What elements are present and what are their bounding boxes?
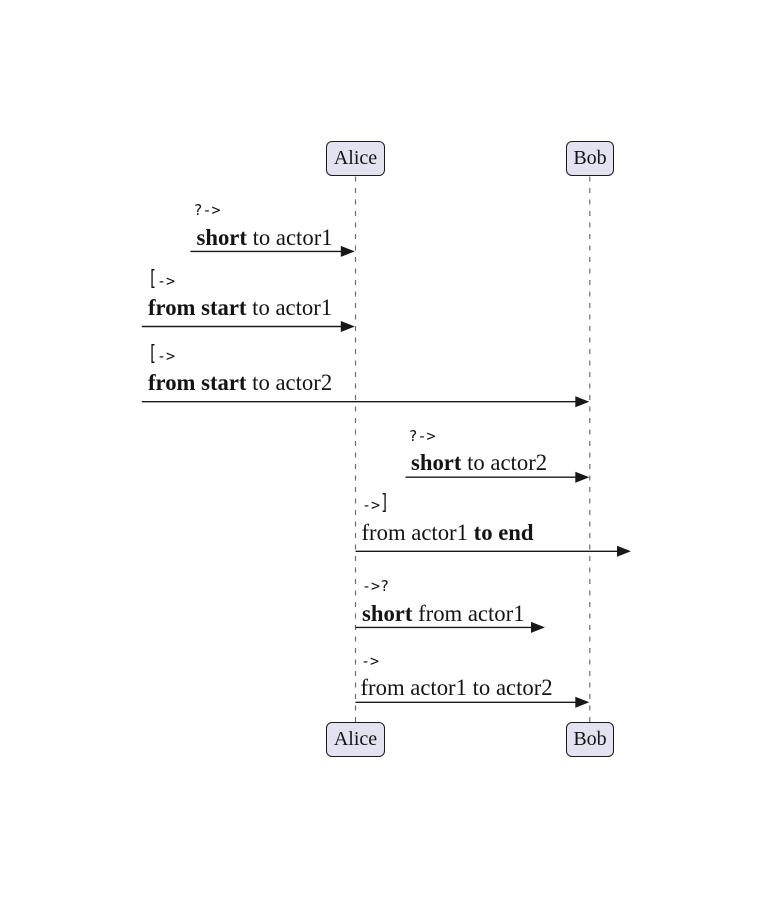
message-7-arrow bbox=[355, 696, 590, 708]
actor-label: Alice bbox=[333, 147, 378, 169]
message-1-text: short to actor1 bbox=[196, 224, 333, 250]
actor-box-bob-top: Bob bbox=[566, 141, 614, 176]
message-2-text: from start to actor1 bbox=[148, 295, 333, 321]
message-4-text: short to actor2 bbox=[411, 450, 548, 475]
message-1-arrow bbox=[190, 245, 355, 257]
actor-label: Bob bbox=[573, 728, 607, 750]
message-2-syntax: [-> bbox=[148, 265, 176, 292]
message-2-arrow bbox=[141, 321, 355, 332]
message-3-syntax: [-> bbox=[148, 340, 176, 367]
arrowhead bbox=[575, 471, 590, 483]
actor-label: Bob bbox=[573, 147, 607, 169]
message-5-syntax: ->] bbox=[362, 489, 390, 516]
arrowhead bbox=[531, 621, 545, 633]
message-1-syntax: ?-> bbox=[193, 201, 221, 220]
arrowhead bbox=[340, 245, 355, 257]
message-6-syntax: ->? bbox=[362, 577, 390, 596]
arrowhead bbox=[617, 545, 631, 557]
message-6-arrow bbox=[355, 621, 545, 633]
arrowhead bbox=[575, 696, 590, 708]
message-7-text: from actor1 to actor2 bbox=[360, 675, 553, 701]
actor-box-alice-bottom: Alice bbox=[326, 722, 385, 757]
message-3-text: from start to actor2 bbox=[148, 370, 333, 396]
message-4-syntax: ?-> bbox=[408, 426, 436, 445]
actor-box-bob-bottom: Bob bbox=[566, 722, 614, 757]
message-7-syntax: -> bbox=[361, 652, 380, 670]
message-5-arrow bbox=[355, 545, 631, 557]
arrowhead bbox=[340, 321, 355, 332]
arrowhead bbox=[575, 396, 590, 408]
actor-box-alice-top: Alice bbox=[326, 141, 385, 176]
message-5-text: from actor1 to end bbox=[361, 519, 534, 545]
message-6-text: short from actor1 bbox=[362, 600, 525, 626]
message-4-arrow bbox=[405, 471, 590, 483]
actor-label: Alice bbox=[333, 728, 378, 750]
message-3-arrow bbox=[141, 396, 590, 408]
